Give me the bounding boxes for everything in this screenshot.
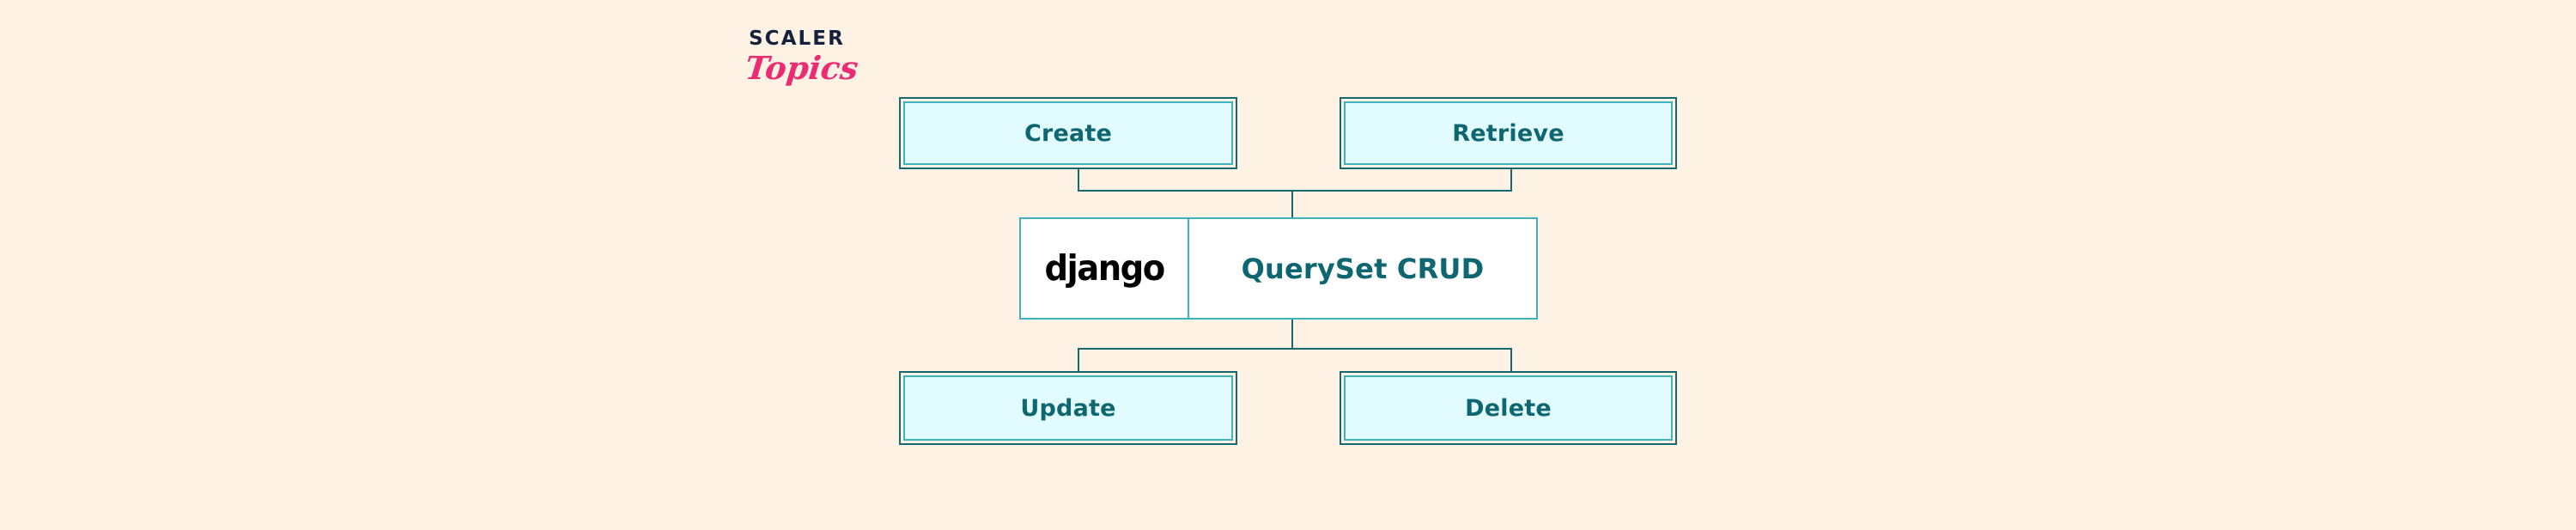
node-create[interactable]: Create <box>899 97 1237 169</box>
connector-top-bus <box>1078 190 1512 192</box>
node-create-label: Create <box>1024 119 1113 147</box>
node-retrieve[interactable]: Retrieve <box>1340 97 1677 169</box>
center-title-label: QuerySet CRUD <box>1241 252 1485 285</box>
connector-create-to-bus <box>1078 169 1079 192</box>
center-title-cell: QuerySet CRUD <box>1189 219 1536 318</box>
logo-scaler-text: SCALER <box>749 27 845 50</box>
connector-bus-to-update <box>1078 348 1079 373</box>
logo-topics-text: Topics <box>743 49 860 87</box>
node-retrieve-body: Retrieve <box>1344 101 1673 165</box>
node-update-body: Update <box>903 375 1233 441</box>
node-retrieve-label: Retrieve <box>1452 119 1564 147</box>
connector-bottom-bus <box>1078 348 1512 350</box>
scaler-topics-logo: SCALER Topics <box>744 27 869 103</box>
node-center-queryset-crud[interactable]: django QuerySet CRUD <box>1019 217 1538 320</box>
node-delete[interactable]: Delete <box>1340 371 1677 445</box>
connector-retrieve-to-bus <box>1510 169 1512 192</box>
django-logo-icon: django <box>1044 247 1165 289</box>
connector-center-to-bus-bottom <box>1291 319 1293 350</box>
node-delete-label: Delete <box>1465 394 1552 422</box>
node-create-body: Create <box>903 101 1233 165</box>
connector-bus-to-delete <box>1510 348 1512 373</box>
django-logo-cell: django <box>1021 219 1189 318</box>
node-update[interactable]: Update <box>899 371 1237 445</box>
node-delete-body: Delete <box>1344 375 1673 441</box>
connector-bus-to-center-top <box>1291 190 1293 219</box>
node-update-label: Update <box>1020 394 1116 422</box>
